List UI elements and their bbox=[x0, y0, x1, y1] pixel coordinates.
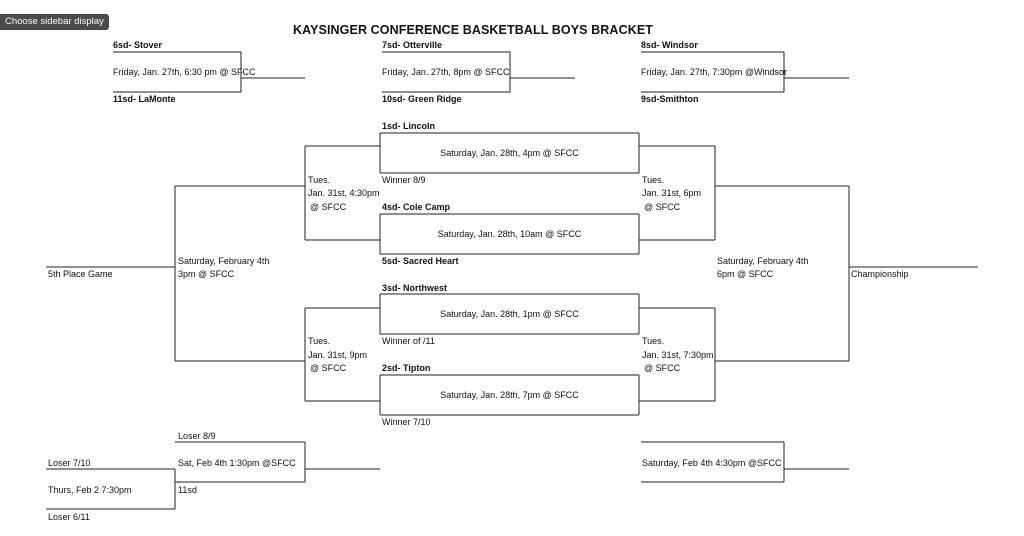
fifth-place-label: 5th Place Game bbox=[48, 269, 113, 279]
team-winner-of-11: Winner of /11 bbox=[382, 336, 435, 346]
page-title: KAYSINGER CONFERENCE BASKETBALL BOYS BRA… bbox=[293, 23, 653, 37]
championship-date: Saturday, February 4th bbox=[717, 256, 809, 266]
semi-right-top-date: Jan. 31st, 6pm bbox=[642, 188, 702, 198]
choose-sidebar-display-button[interactable]: Choose sidebar display bbox=[0, 14, 109, 30]
seed-11: 11sd bbox=[178, 485, 197, 495]
semi-left-top-day: Tues. bbox=[308, 175, 331, 185]
semi-right-bottom-date: Jan. 31st, 7:30pm bbox=[642, 350, 714, 360]
team-green-ridge: 10sd- Green Ridge bbox=[382, 94, 462, 104]
semi-left-top-venue: @ SFCC bbox=[310, 202, 347, 212]
semi-left-bottom-day: Tues. bbox=[308, 336, 331, 346]
game-info-qf3: Saturday, Jan. 28th, 1pm @ SFCC bbox=[440, 309, 579, 319]
championship-label: Championship bbox=[851, 269, 909, 279]
loser-6-11: Loser 6/11 bbox=[48, 512, 90, 522]
team-tipton: 2sd- Tipton bbox=[382, 363, 431, 373]
semi-right-top-venue: @ SFCC bbox=[644, 202, 681, 212]
game-info-qf1: Saturday, Jan. 28th, 4pm @ SFCC bbox=[440, 148, 579, 158]
team-windsor: 8sd- Windsor bbox=[641, 40, 698, 50]
fifth-place-time: 3pm @ SFCC bbox=[178, 269, 235, 279]
loser-8-9: Loser 8/9 bbox=[178, 431, 216, 441]
team-winner-7-10: Winner 7/10 bbox=[382, 417, 431, 427]
team-stover: 6sd- Stover bbox=[113, 40, 163, 50]
semi-right-bottom-venue: @ SFCC bbox=[644, 363, 681, 373]
consolation-sat-game: Sat, Feb 4th 1:30pm @SFCC bbox=[178, 458, 296, 468]
team-northwest: 3sd- Northwest bbox=[382, 283, 448, 293]
game-info-qf2: Saturday, Jan. 28th, 10am @ SFCC bbox=[437, 229, 582, 239]
championship-time: 6pm @ SFCC bbox=[717, 269, 774, 279]
team-sacred-heart: 5sd- Sacred Heart bbox=[382, 256, 459, 266]
consolation-right-game: Saturday, Feb 4th 4:30pm @SFCC bbox=[642, 458, 782, 468]
team-otterville: 7sd- Otterville bbox=[382, 40, 443, 50]
team-lincoln: 1sd- Lincoln bbox=[382, 121, 436, 131]
game-info-stover-lamonte: Friday, Jan. 27th, 6:30 pm @ SFCC bbox=[113, 67, 256, 77]
game-info-qf4: Saturday, Jan. 28th, 7pm @ SFCC bbox=[440, 390, 579, 400]
fifth-place-date: Saturday, February 4th bbox=[178, 256, 270, 266]
loser-7-10: Loser 7/10 bbox=[48, 458, 91, 468]
semi-right-bottom-day: Tues. bbox=[642, 336, 665, 346]
team-cole-camp: 4sd- Cole Camp bbox=[382, 202, 451, 212]
consolation-thurs-game: Thurs, Feb 2 7:30pm bbox=[48, 485, 132, 495]
team-lamonte: 11sd- LaMonte bbox=[113, 94, 176, 104]
team-winner-8-9: Winner 8/9 bbox=[382, 175, 426, 185]
semi-right-top-day: Tues. bbox=[642, 175, 665, 185]
game-info-windsor-smithton: Friday, Jan. 27th, 7:30pm @Windsor bbox=[641, 67, 788, 77]
game-info-otterville-greenridge: Friday, Jan. 27th, 8pm @ SFCC bbox=[382, 67, 510, 77]
semi-left-bottom-date: Jan. 31st, 9pm bbox=[308, 350, 368, 360]
semi-left-top-date: Jan. 31st, 4:30pm bbox=[308, 188, 380, 198]
team-smithton: 9sd-Smithton bbox=[641, 94, 699, 104]
semi-left-bottom-venue: @ SFCC bbox=[310, 363, 347, 373]
